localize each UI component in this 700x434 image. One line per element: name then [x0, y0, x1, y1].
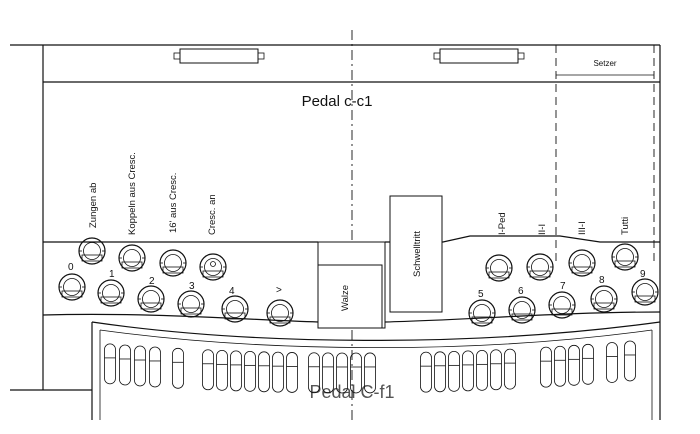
setzer-column — [555, 45, 655, 262]
piston-arrow[interactable] — [266, 299, 294, 327]
number-0: 0 — [68, 262, 74, 273]
label-16-aus-cresc: 16' aus Cresc. — [168, 173, 179, 233]
pedal-key[interactable] — [230, 350, 242, 392]
label-zungen-ab: Zungen ab — [88, 183, 99, 228]
pedal-key[interactable] — [258, 351, 270, 393]
label-iii-i: III-I — [577, 221, 588, 235]
piston-1[interactable] — [97, 279, 125, 307]
number-2: 2 — [149, 276, 155, 287]
schwelltritt-label: Schwelltritt — [412, 231, 423, 277]
pedal-key[interactable] — [272, 351, 284, 393]
number-8: 8 — [599, 275, 605, 286]
pedal-key[interactable] — [104, 343, 116, 385]
pedal-key[interactable] — [476, 349, 488, 391]
schwelltritt-pedal[interactable] — [389, 195, 443, 313]
pedal-key[interactable] — [568, 344, 580, 386]
piston-0[interactable] — [58, 273, 86, 301]
piston-8[interactable] — [590, 285, 618, 313]
pedal-key[interactable] — [462, 350, 474, 392]
pedal-key[interactable] — [134, 345, 146, 387]
top-handle-right — [433, 48, 525, 64]
number-6: 6 — [518, 286, 524, 297]
pedal-key[interactable] — [202, 349, 214, 391]
piston-tutti[interactable] — [611, 243, 639, 271]
pedal-lower-title: Pedal C-f1 — [309, 382, 394, 402]
number-9: 9 — [640, 269, 646, 280]
pedal-key[interactable] — [286, 352, 298, 393]
walze-roller[interactable] — [317, 241, 386, 329]
number-4: 4 — [229, 286, 235, 297]
label-koppeln-aus-cresc: Koppeln aus Cresc. — [127, 152, 138, 235]
pedal-key[interactable] — [504, 348, 516, 390]
pedal-key[interactable] — [420, 351, 432, 393]
piston-16-aus-cresc[interactable] — [159, 249, 187, 277]
piston-cresc-an[interactable] — [199, 253, 227, 281]
pedal-key[interactable] — [434, 351, 446, 393]
pedal-key[interactable] — [606, 342, 618, 383]
piston-iii-i[interactable] — [568, 249, 596, 277]
pedal-key[interactable] — [149, 346, 161, 388]
pedal-key[interactable] — [172, 347, 184, 389]
pedal-upper-title: Pedal c-c1 — [302, 93, 373, 110]
top-handle-left — [173, 48, 265, 64]
label-i-ped: I-Ped — [497, 212, 508, 235]
label-ii-i: II-I — [537, 224, 548, 235]
piston-9[interactable] — [631, 278, 659, 306]
pedal-key[interactable] — [582, 343, 594, 385]
piston-i-ped[interactable] — [485, 254, 513, 282]
pedal-key[interactable] — [216, 349, 228, 391]
pedal-key[interactable] — [554, 345, 566, 387]
number-3: 3 — [189, 281, 195, 292]
number-1: 1 — [109, 269, 115, 280]
pedal-key[interactable] — [119, 344, 131, 386]
label-cresc-an: Cresc. an — [207, 194, 218, 235]
label-tutti: Tutti — [620, 217, 631, 235]
pedal-key[interactable] — [448, 350, 460, 392]
arrow-label: > — [276, 285, 282, 296]
piston-2[interactable] — [137, 285, 165, 313]
piston-ii-i[interactable] — [526, 253, 554, 281]
pedal-key[interactable] — [244, 350, 256, 392]
pedal-key[interactable] — [490, 349, 502, 391]
piston-3[interactable] — [177, 290, 205, 318]
walze-label: Walze — [340, 285, 351, 311]
piston-6[interactable] — [508, 296, 536, 324]
piston-koppeln-aus-cresc[interactable] — [118, 244, 146, 272]
setzer-label: Setzer — [593, 59, 616, 68]
number-5: 5 — [478, 289, 484, 300]
pedal-key[interactable] — [540, 346, 552, 388]
piston-5[interactable] — [468, 299, 496, 327]
number-7: 7 — [560, 281, 566, 292]
pedal-key[interactable] — [624, 340, 636, 382]
